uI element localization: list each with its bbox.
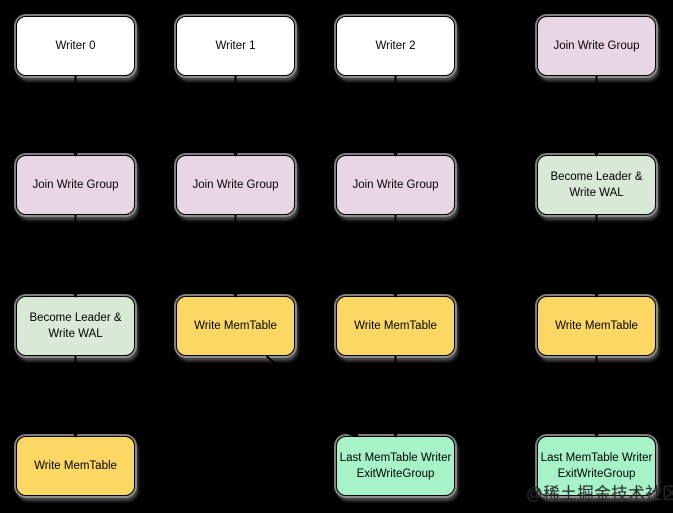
node-memtable-1: Write MemTable bbox=[176, 296, 295, 356]
connector-arrowhead bbox=[231, 147, 240, 155]
node-label: Writer 2 bbox=[374, 38, 416, 54]
node-writer-2: Writer 2 bbox=[336, 16, 455, 76]
watermark: @稀土掘金技术社区 bbox=[526, 480, 673, 504]
node-memtable-2: Write MemTable bbox=[336, 296, 455, 356]
node-label: Write MemTable bbox=[353, 318, 438, 334]
node-label: Write MemTable bbox=[193, 318, 278, 334]
node-label: Writer 0 bbox=[54, 38, 96, 54]
node-label: Become Leader & Write WAL bbox=[28, 310, 122, 342]
connector-arrowhead bbox=[71, 288, 80, 296]
node-label: Write MemTable bbox=[33, 458, 118, 474]
node-jwg-3: Join Write Group bbox=[537, 16, 656, 76]
connector-arrowhead bbox=[391, 428, 400, 436]
node-memtable-3: Write MemTable bbox=[537, 296, 656, 356]
node-leader-3: Become Leader & Write WAL bbox=[537, 155, 656, 215]
connector-arrowhead bbox=[231, 288, 240, 296]
node-label: Writer 1 bbox=[214, 38, 256, 54]
node-writer-0: Writer 0 bbox=[16, 16, 135, 76]
connector-arrowhead bbox=[592, 428, 601, 436]
node-jwg-2: Join Write Group bbox=[336, 155, 455, 215]
connector-arrowhead bbox=[71, 428, 80, 436]
node-jwg-0: Join Write Group bbox=[16, 155, 135, 215]
node-label: Last MemTable Writer ExitWriteGroup bbox=[339, 450, 453, 482]
node-label: Join Write Group bbox=[31, 177, 119, 193]
connector-arrowhead bbox=[391, 147, 400, 155]
connector-arrowhead bbox=[391, 288, 400, 296]
node-label: Join Write Group bbox=[552, 38, 640, 54]
node-label: Join Write Group bbox=[351, 177, 439, 193]
connector-arrowhead bbox=[592, 288, 601, 296]
node-writer-1: Writer 1 bbox=[176, 16, 295, 76]
connector-arrowhead bbox=[349, 427, 358, 436]
node-label: Become Leader & Write WAL bbox=[549, 169, 643, 201]
node-label: Write MemTable bbox=[554, 318, 639, 334]
node-label: Last MemTable Writer ExitWriteGroup bbox=[540, 450, 654, 482]
node-jwg-1: Join Write Group bbox=[176, 155, 295, 215]
node-memtable-0: Write MemTable bbox=[16, 436, 135, 496]
node-leader-0: Become Leader & Write WAL bbox=[16, 296, 135, 356]
node-exit-2: Last MemTable Writer ExitWriteGroup bbox=[336, 436, 455, 496]
node-label: Join Write Group bbox=[191, 177, 279, 193]
connector-line bbox=[267, 356, 358, 436]
connector-arrowhead bbox=[71, 147, 80, 155]
connector-arrowhead bbox=[592, 147, 601, 155]
